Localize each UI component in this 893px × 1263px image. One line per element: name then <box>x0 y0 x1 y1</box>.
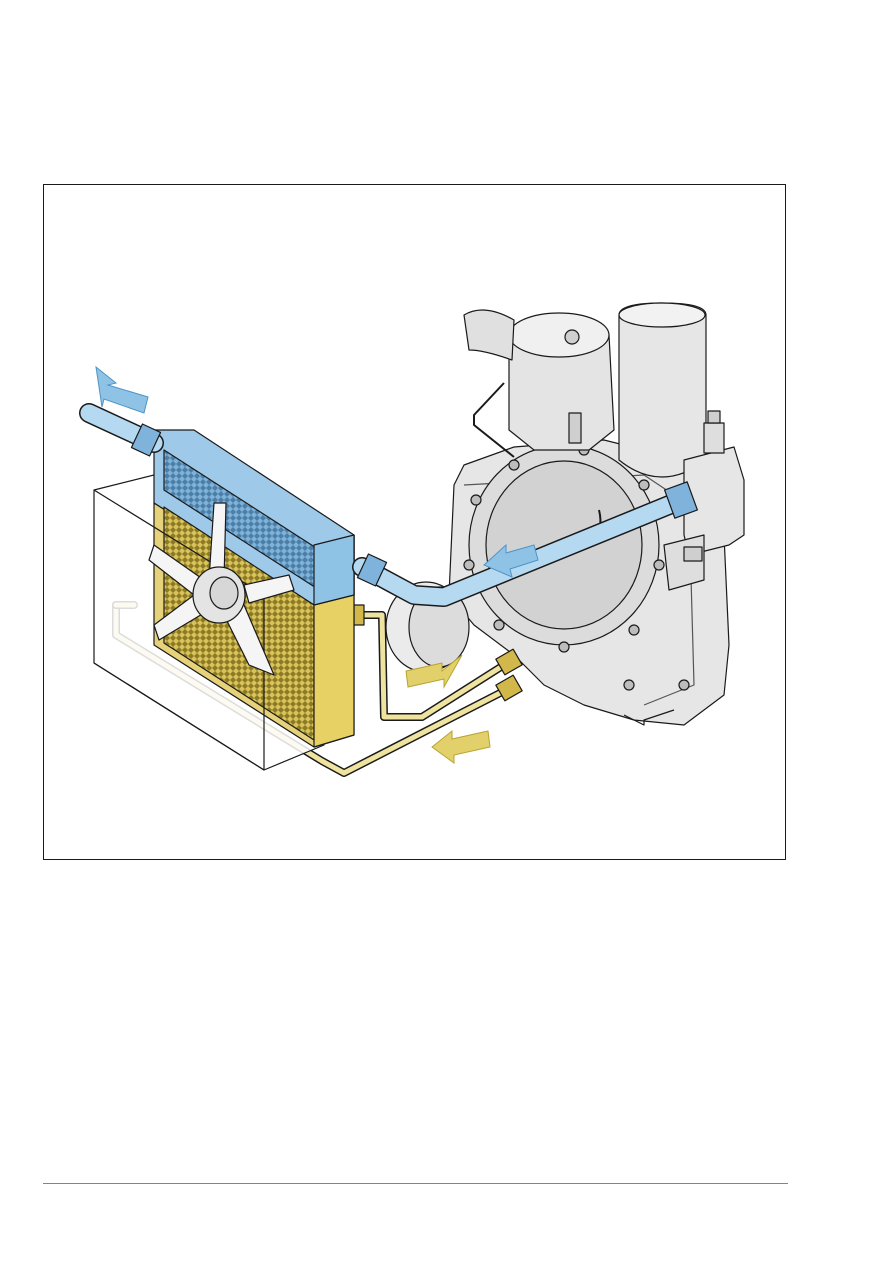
separator-tank <box>619 303 706 477</box>
motor-end-cap <box>509 313 609 357</box>
footer-rule <box>43 1183 788 1184</box>
figure-frame <box>43 184 786 860</box>
oil-from-compressor-arrow <box>432 731 490 763</box>
cooling-system-illustration <box>44 185 785 859</box>
cooler-assembly <box>94 430 354 770</box>
compressor-unit <box>386 303 744 725</box>
air-outlet-arrow <box>96 367 148 413</box>
